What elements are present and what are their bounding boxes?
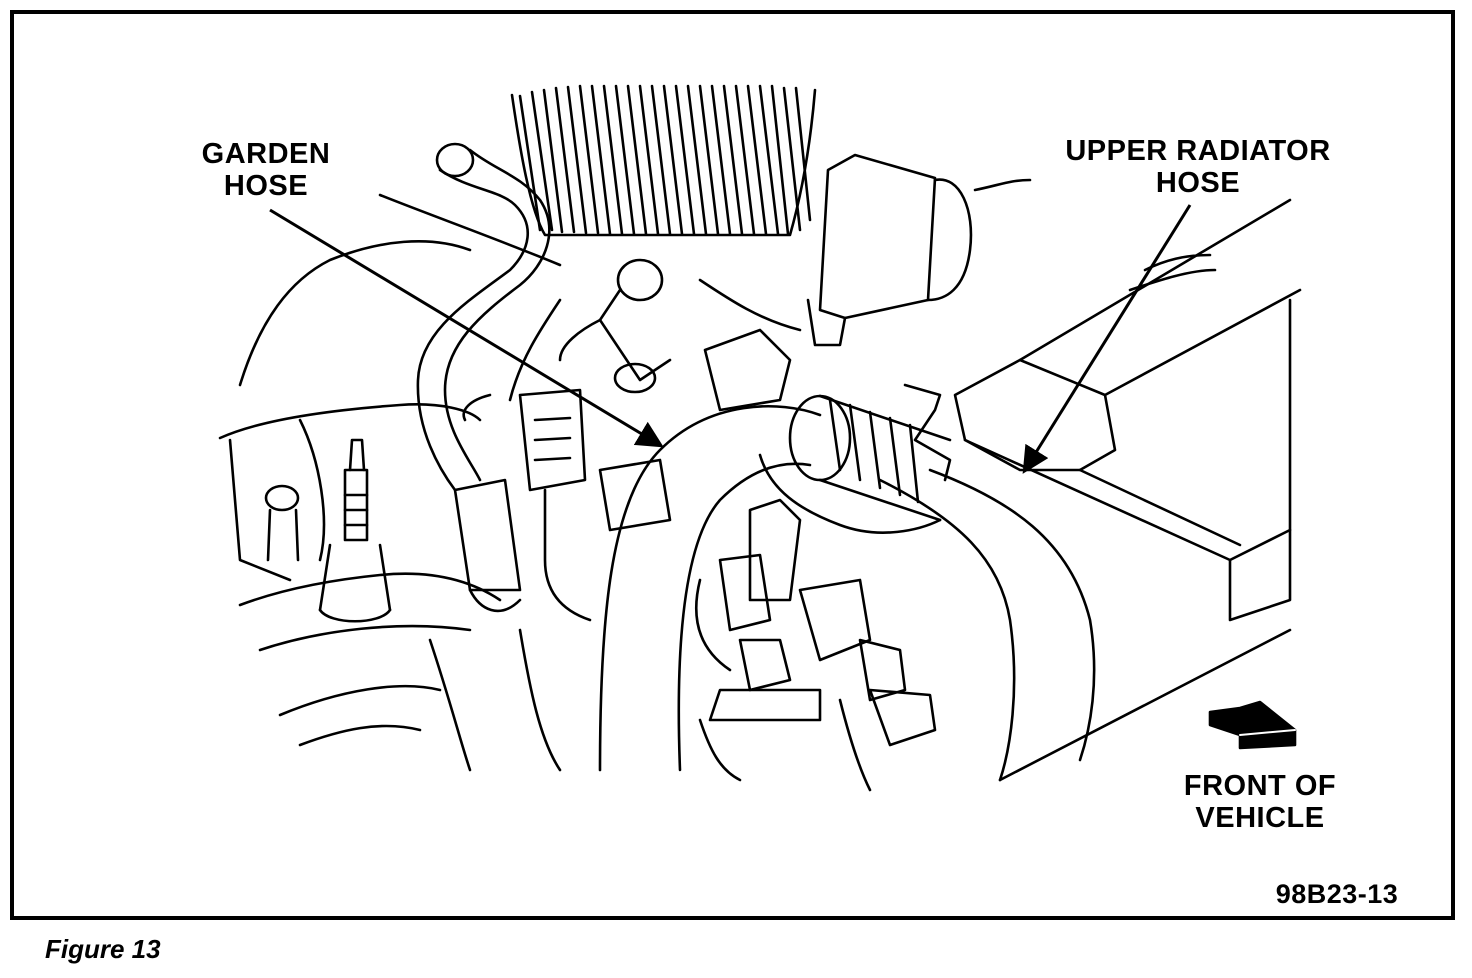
front-of-vehicle-label-line2: VEHICLE — [1195, 802, 1325, 834]
figure-caption: Figure 13 — [45, 934, 161, 964]
lower-fittings — [428, 498, 937, 792]
garden-hose-label: GARDEN HOSE — [186, 138, 346, 202]
upper-radiator-hose-label-line2: HOSE — [1155, 167, 1241, 199]
front-direction-arrow-icon — [1208, 700, 1297, 750]
front-of-vehicle-label-line1: FRONT OF — [1183, 770, 1337, 802]
garden-hose-label-line1: GARDEN — [201, 138, 331, 170]
upper-radiator-hose-tube — [598, 383, 952, 772]
upper-radiator-hose-leader — [1022, 204, 1192, 474]
garden-hose-tube — [416, 142, 551, 613]
sensor-probe — [318, 438, 392, 623]
radiator-assembly — [878, 198, 1302, 782]
bolt-head — [264, 484, 300, 512]
engine-line-drawing — [218, 84, 1302, 792]
figure-code: 98B23-13 — [1275, 879, 1399, 909]
garden-hose-label-line2: HOSE — [223, 170, 309, 202]
air-intake-duct — [510, 84, 817, 237]
throttle-body-area — [462, 258, 802, 622]
sensor-box — [818, 153, 937, 320]
garden-hose-leader — [269, 208, 664, 448]
upper-radiator-hose-label: UPPER RADIATOR HOSE — [1048, 135, 1348, 199]
upper-radiator-hose-label-line1: UPPER RADIATOR — [1065, 135, 1331, 167]
figure-border — [10, 10, 1455, 920]
front-of-vehicle-label: FRONT OF VEHICLE — [1165, 770, 1355, 834]
